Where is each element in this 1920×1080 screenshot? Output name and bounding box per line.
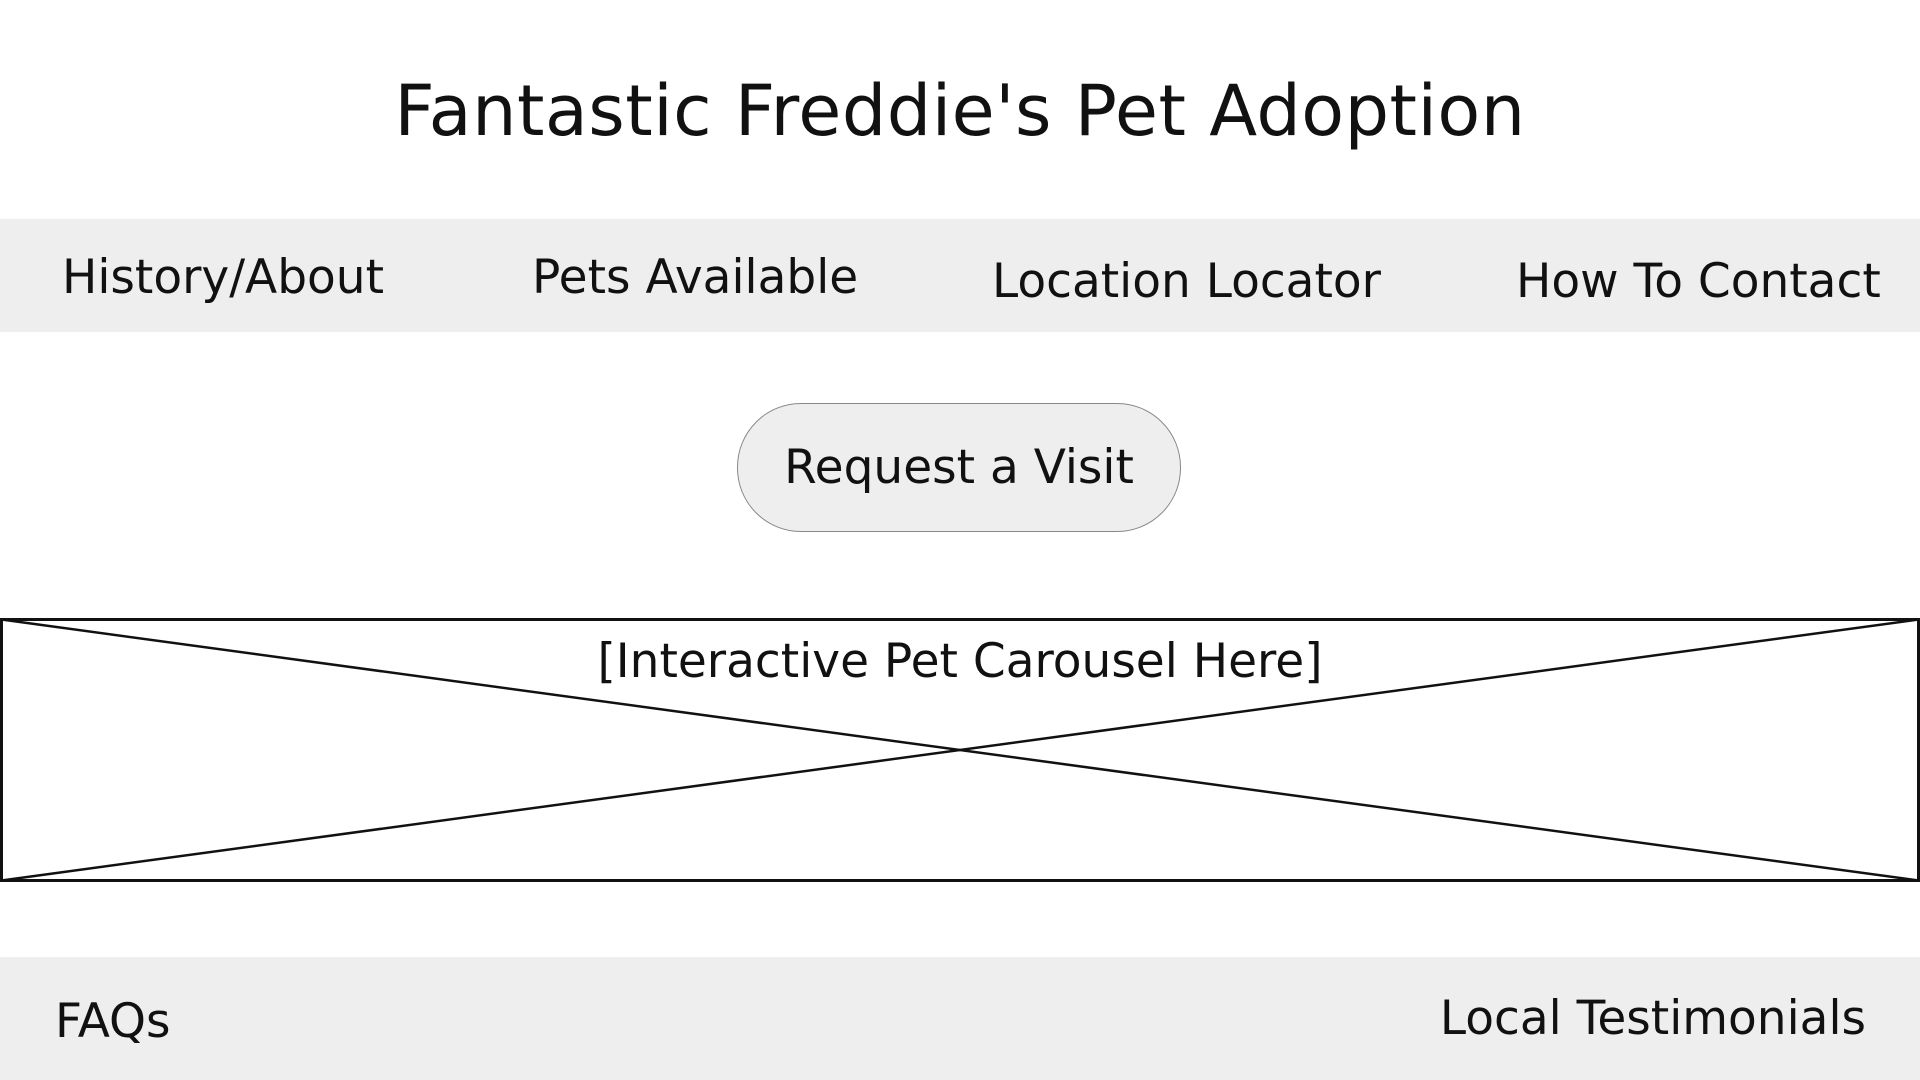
carousel-placeholder-graphic (0, 618, 1920, 882)
nav-item-how-to-contact[interactable]: How To Contact (1516, 254, 1881, 309)
footer-bar: FAQs Local Testimonials (0, 957, 1920, 1080)
nav-item-history-about[interactable]: History/About (62, 250, 385, 305)
pet-carousel-placeholder[interactable]: [Interactive Pet Carousel Here] (0, 618, 1920, 882)
nav-item-location-locator[interactable]: Location Locator (992, 254, 1381, 309)
footer-item-local-testimonials[interactable]: Local Testimonials (1439, 991, 1866, 1046)
nav-item-pets-available[interactable]: Pets Available (532, 250, 859, 305)
carousel-cross-line-2 (1, 618, 1919, 882)
footer-item-faqs[interactable]: FAQs (55, 994, 171, 1049)
request-visit-button[interactable]: Request a Visit (737, 403, 1181, 532)
page-title: Fantastic Freddie's Pet Adoption (394, 70, 1526, 152)
carousel-placeholder-label: [Interactive Pet Carousel Here] (597, 634, 1323, 689)
main-nav-bar: History/About Pets Available Location Lo… (0, 219, 1920, 332)
